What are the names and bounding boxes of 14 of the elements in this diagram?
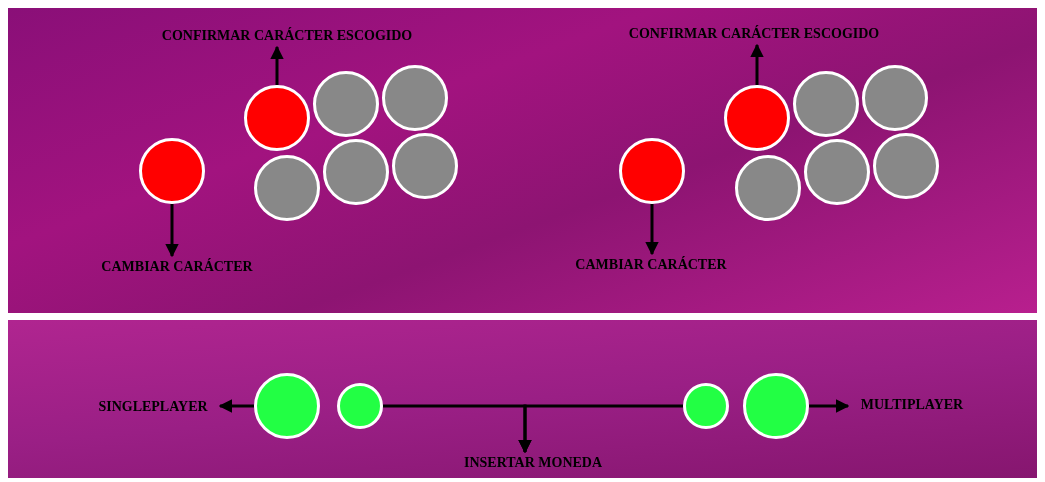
- button-label: MULTIPLAYER: [850, 396, 974, 414]
- button-label: CONFIRMAR CARÁCTER ESCOGIDO: [594, 25, 914, 43]
- arrow: [270, 45, 284, 85]
- button-label: INSERTAR MONEDA: [443, 454, 623, 472]
- arrow: [518, 404, 683, 454]
- button-label: CONFIRMAR CARÁCTER ESCOGIDO: [127, 27, 447, 45]
- arrow: [165, 204, 179, 258]
- arrow: [750, 43, 764, 85]
- button-label: CAMBIAR CARÁCTER: [551, 256, 751, 274]
- button-label: CAMBIAR CARÁCTER: [77, 258, 277, 276]
- arrow: [645, 204, 659, 256]
- arrow: [809, 399, 850, 413]
- button-label: SINGLEPLAYER: [88, 398, 218, 416]
- arrow: [218, 399, 254, 413]
